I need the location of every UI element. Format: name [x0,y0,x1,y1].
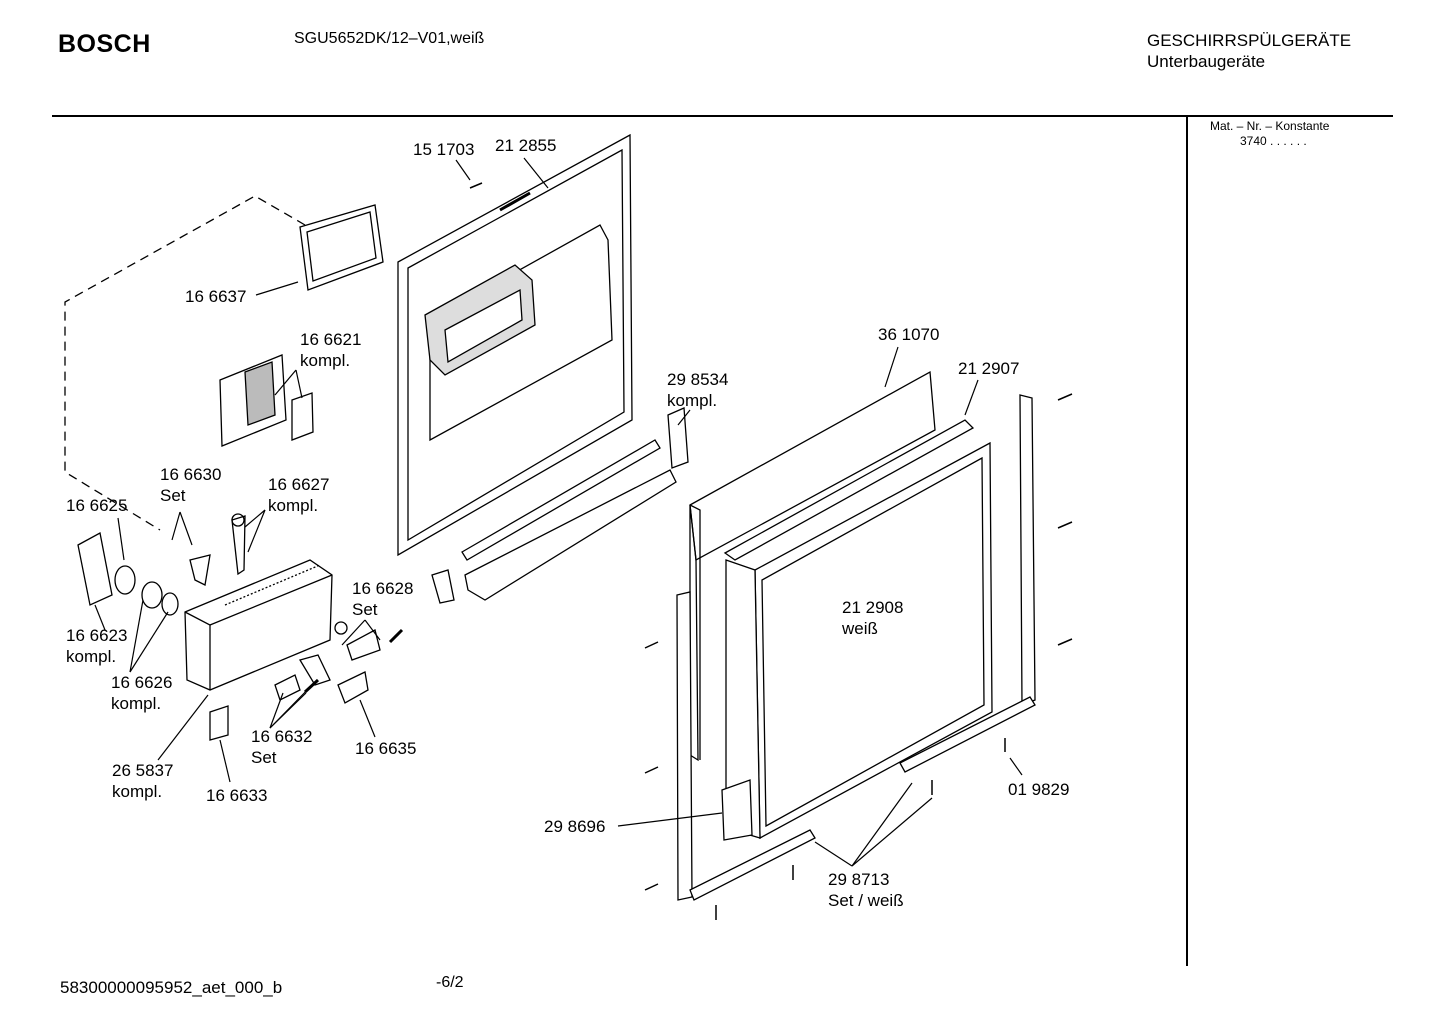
part-number: 21 2907 [958,359,1020,378]
lever-b [299,654,331,686]
part-label: 29 8696 [544,816,605,837]
hinge-bracket-left [431,569,455,604]
part-number: 16 6625 [66,496,128,515]
pin [231,515,246,576]
part-number: 16 6627 [268,475,330,494]
brand-logo: BOSCH [58,30,151,58]
category-title: GESCHIRRSPÜLGERÄTE Unterbaugeräte [1147,30,1351,72]
part-label: 16 6623 kompl. [66,625,127,667]
part-label: 16 6626 kompl. [111,672,172,714]
small-ring [334,621,348,635]
part-label: 16 6632 Set [251,726,312,768]
part-label: 21 2907 [958,358,1019,379]
clip [189,554,211,586]
part-label: 01 9829 [1008,779,1069,800]
part-number: 15 1703 [413,140,475,159]
door-recess [429,224,613,442]
dispenser-seal [291,392,314,441]
category-line-2: Unterbaugeräte [1147,52,1266,71]
latch-piece [346,629,381,661]
dispenser-body [184,559,333,691]
part-number: 36 1070 [878,325,940,344]
part-number: 16 6630 [160,465,222,484]
part-note: kompl. [66,647,117,666]
part-note: kompl. [111,694,162,713]
bottom-profile [689,829,816,901]
part-label: 21 2908 weiß [842,597,903,639]
right-side-profile [1019,394,1036,706]
part-note: Set [352,600,378,619]
part-number: 16 6621 [300,330,362,349]
switch-block [337,671,369,704]
part-note: Set [251,748,277,767]
bottom-trim [899,696,1036,773]
part-note: kompl. [112,782,163,801]
part-number: 29 8713 [828,870,890,889]
part-number: 16 6637 [185,287,247,306]
part-note: kompl. [667,391,718,410]
hinge-bar-lower [464,469,677,601]
part-note: kompl. [268,496,319,515]
part-number: 16 6626 [111,673,173,692]
knob-housing [77,532,113,606]
part-number: 16 6635 [355,739,417,758]
part-note: Set [160,486,186,505]
hinge-bar-upper [461,439,661,561]
part-label: 15 1703 [413,139,474,160]
part-label: 21 2855 [495,135,556,156]
part-label: 16 6630 Set [160,464,221,506]
inner-door-edge [407,148,625,542]
part-number: 16 6628 [352,579,414,598]
mat-number-value: 3740 . . . . . . [1240,134,1307,148]
part-note: weiß [842,619,878,638]
part-label: 36 1070 [878,324,939,345]
part-number: 26 5837 [112,761,174,780]
hinge-bracket-right [667,407,689,469]
part-label: 16 6637 [185,286,246,307]
page-number: -6/2 [436,974,464,991]
part-number: 16 6623 [66,626,128,645]
model-number: SGU5652DK/12–V01,weiß [294,30,485,47]
leader-lines [94,157,1023,867]
category-line-1: GESCHIRRSPÜLGERÄTE [1147,31,1352,50]
part-number: 21 2855 [495,136,557,155]
decor-panel-side [725,559,761,839]
part-number: 16 6632 [251,727,313,746]
part-note: Set / weiß [828,891,904,910]
part-label: 26 5837 kompl. [112,760,173,802]
part-label: 16 6628 Set [352,578,413,620]
part-number: 16 6633 [206,786,268,805]
assembly-dashed-line [64,195,306,531]
part-label: 16 6627 kompl. [268,474,329,516]
ring-seal [114,565,136,595]
left-side-profile [676,591,693,901]
part-number: 01 9829 [1008,780,1070,799]
part-label: 16 6635 [355,738,416,759]
part-note: kompl. [300,351,351,370]
part-number: 29 8696 [544,817,606,836]
dispenser-frame-gasket [299,204,384,291]
part-label: 29 8534 kompl. [667,369,728,411]
lever-a [274,674,301,701]
part-label: 29 8713 Set / weiß [828,869,904,911]
spacer-frame [723,419,975,561]
part-label: 16 6621 kompl. [300,329,361,371]
small-bracket [209,705,229,741]
document-id: 58300000095952_aet_000_b [60,978,283,997]
part-number: 29 8534 [667,370,729,389]
part-label: 16 6625 [66,495,127,516]
screws [469,182,1073,920]
part-number: 21 2908 [842,598,904,617]
part-label: 16 6633 [206,785,267,806]
mat-number-label: Mat. – Nr. – Konstante [1210,119,1330,133]
panel-bracket [721,779,753,841]
